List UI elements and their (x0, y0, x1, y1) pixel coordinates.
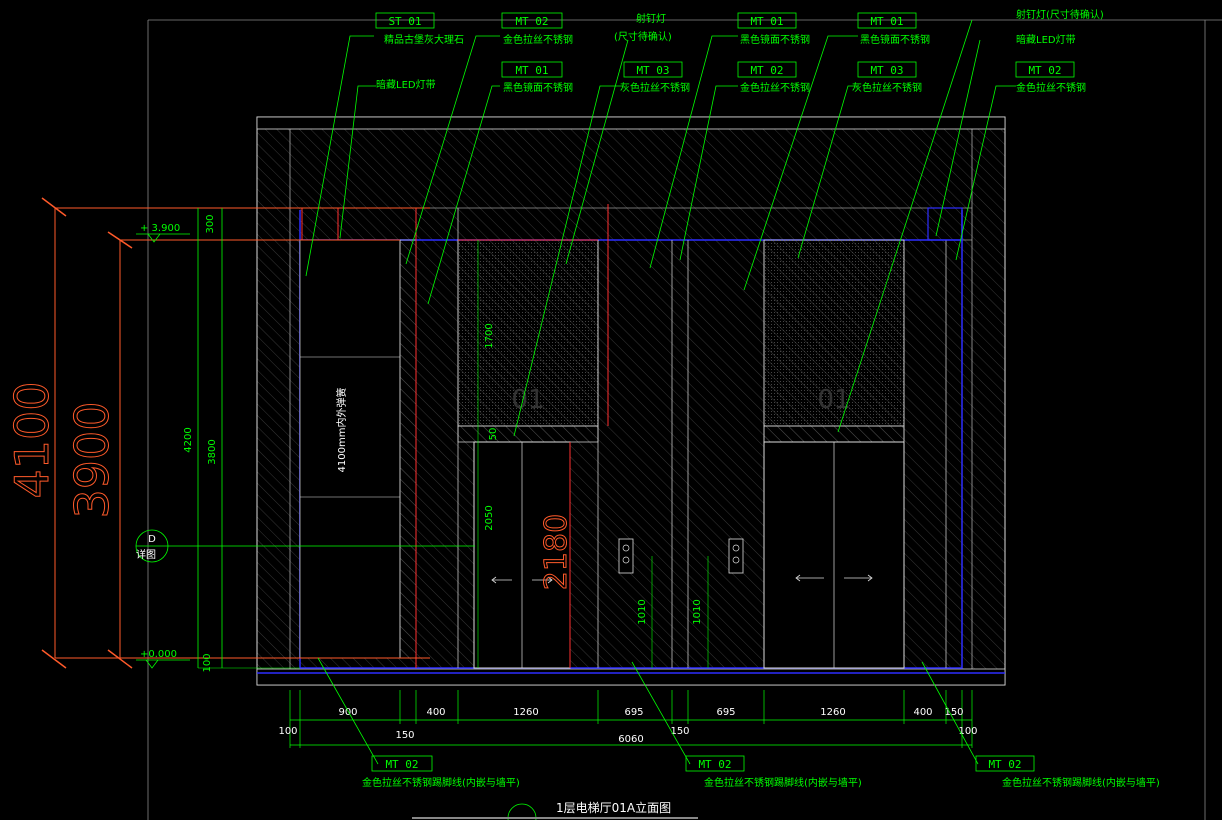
svg-text:MT 02: MT 02 (750, 64, 783, 77)
side-panel: 4100mm内外弹簧 (299, 239, 417, 659)
hdim-695-right: 695 (716, 707, 735, 718)
vdim-100: 100 (202, 653, 213, 672)
vdim-1700: 1700 (484, 323, 495, 348)
hdim-6060: 6060 (618, 734, 643, 745)
level-bottom: +0.000 (140, 649, 177, 660)
hdim-1260-right: 1260 (820, 707, 845, 718)
hdim-100-right: 100 (958, 726, 977, 737)
svg-text:MT 02: MT 02 (1028, 64, 1061, 77)
svg-text:MT 01: MT 01 (750, 15, 783, 28)
vdim-3800: 3800 (207, 439, 218, 464)
svg-text:(尺寸待确认): (尺寸待确认) (614, 30, 672, 43)
hdim-150-center: 150 (670, 726, 689, 737)
svg-text:暗藏LED灯带: 暗藏LED灯带 (376, 78, 436, 91)
material-tag-led-right: 暗藏LED灯带 (1016, 33, 1076, 46)
material-tag-skirting-right: MT 02 金色拉丝不锈钢踢脚线(内嵌与墙平) (975, 755, 1160, 789)
svg-text:ST 01: ST 01 (388, 15, 421, 28)
section-marker-ref: 详图 (136, 548, 156, 561)
level-top: + 3.900 (140, 223, 180, 234)
svg-text:金色拉丝不锈钢: 金色拉丝不锈钢 (1016, 81, 1086, 94)
svg-text:暗藏LED灯带: 暗藏LED灯带 (1016, 33, 1076, 46)
drawing-title-block: 1层电梯厅01A立面图 (412, 800, 698, 820)
svg-text:MT 02: MT 02 (515, 15, 548, 28)
elevator-1: 01 (457, 239, 599, 669)
hdim-150-left: 150 (395, 730, 414, 741)
hdim-150-right: 150 (944, 707, 963, 718)
vdim-2050: 2050 (484, 505, 495, 530)
svg-text:MT 03: MT 03 (636, 64, 669, 77)
section-marker: D 详图 (135, 529, 475, 563)
svg-text:黑色镜面不锈钢: 黑色镜面不锈钢 (860, 33, 930, 46)
side-panel-label: 4100mm内外弹簧 (335, 388, 348, 473)
svg-text:灰色拉丝不锈钢: 灰色拉丝不锈钢 (620, 81, 690, 94)
svg-text:MT 02: MT 02 (385, 758, 418, 771)
svg-text:黑色镜面不锈钢: 黑色镜面不锈钢 (740, 33, 810, 46)
dim-3900: 3900 (65, 401, 119, 518)
left-dimension-lines (41, 197, 430, 669)
svg-text:MT 01: MT 01 (870, 15, 903, 28)
material-tag-mt02-b: MT 02 金色拉丝不锈钢 (737, 61, 810, 94)
material-tag-mt03-b: MT 03 灰色拉丝不锈钢 (852, 61, 922, 94)
svg-text:金色拉丝不锈钢踢脚线(内嵌与墙平): 金色拉丝不锈钢踢脚线(内嵌与墙平) (704, 776, 862, 789)
svg-text:MT 03: MT 03 (870, 64, 903, 77)
svg-text:射钉灯(尺寸待确认): 射钉灯(尺寸待确认) (1016, 8, 1104, 21)
svg-text:MT 02: MT 02 (988, 758, 1021, 771)
material-tag-led-left: 暗藏LED灯带 (376, 78, 436, 91)
hdim-400-right: 400 (913, 707, 932, 718)
bottom-dimension-lines (289, 690, 973, 748)
vdim-1010-a: 1010 (637, 599, 648, 624)
elevator-2-label: 01 (817, 385, 850, 415)
elevator-2: 01 (763, 239, 905, 669)
svg-text:金色拉丝不锈钢: 金色拉丝不锈钢 (740, 81, 810, 94)
material-tag-mt03-a: MT 03 灰色拉丝不锈钢 (620, 61, 690, 94)
hdim-695-left: 695 (624, 707, 643, 718)
hdim-400-left: 400 (426, 707, 445, 718)
call-button-panel-2 (728, 538, 744, 574)
material-tag-st01: ST 01 精品古堡灰大理石 (375, 12, 464, 46)
material-tag-mt01-c: MT 01 黑色镜面不锈钢 (501, 61, 573, 94)
material-tag-mt01-a: MT 01 黑色镜面不锈钢 (737, 12, 810, 46)
dim-2180: 2180 (539, 514, 574, 590)
material-tag-skirting-center: MT 02 金色拉丝不锈钢踢脚线(内嵌与墙平) (685, 755, 862, 789)
svg-text:精品古堡灰大理石: 精品古堡灰大理石 (384, 33, 464, 46)
material-tag-mt01-b: MT 01 黑色镜面不锈钢 (857, 12, 930, 46)
hdim-1260-left: 1260 (513, 707, 538, 718)
call-button-panel-1 (618, 538, 634, 574)
vdim-1010-b: 1010 (692, 599, 703, 624)
svg-text:射钉灯: 射钉灯 (636, 13, 666, 25)
leader-lines (305, 19, 1016, 765)
svg-text:MT 02: MT 02 (698, 758, 731, 771)
vdim-4200: 4200 (183, 427, 194, 452)
material-tag-mt02-c: MT 02 金色拉丝不锈钢 (1015, 61, 1086, 94)
elevator-1-label: 01 (511, 385, 544, 415)
vdim-50: 50 (488, 428, 499, 441)
material-tag-downlight-b: 射钉灯(尺寸待确认) (1016, 8, 1104, 21)
red-guides (415, 204, 609, 668)
svg-text:金色拉丝不锈钢踢脚线(内嵌与墙平): 金色拉丝不锈钢踢脚线(内嵌与墙平) (362, 776, 520, 789)
material-tag-downlight-a: 射钉灯 (尺寸待确认) (614, 13, 672, 43)
svg-text:金色拉丝不锈钢踢脚线(内嵌与墙平): 金色拉丝不锈钢踢脚线(内嵌与墙平) (1002, 776, 1160, 789)
hdim-900: 900 (338, 707, 357, 718)
section-marker-letter: D (148, 534, 156, 545)
svg-text:黑色镜面不锈钢: 黑色镜面不锈钢 (503, 81, 573, 94)
svg-text:金色拉丝不锈钢: 金色拉丝不锈钢 (503, 33, 573, 46)
material-tag-skirting-left: MT 02 金色拉丝不锈钢踢脚线(内嵌与墙平) (362, 755, 520, 789)
svg-text:灰色拉丝不锈钢: 灰色拉丝不锈钢 (852, 81, 922, 94)
drawing-title: 1层电梯厅01A立面图 (556, 800, 671, 815)
hdim-100-left: 100 (278, 726, 297, 737)
vdim-300: 300 (205, 214, 216, 233)
material-tag-mt02-a: MT 02 金色拉丝不锈钢 (501, 12, 573, 46)
svg-text:MT 01: MT 01 (515, 64, 548, 77)
dim-4100: 4100 (5, 381, 59, 498)
led-cove-right (927, 207, 963, 241)
